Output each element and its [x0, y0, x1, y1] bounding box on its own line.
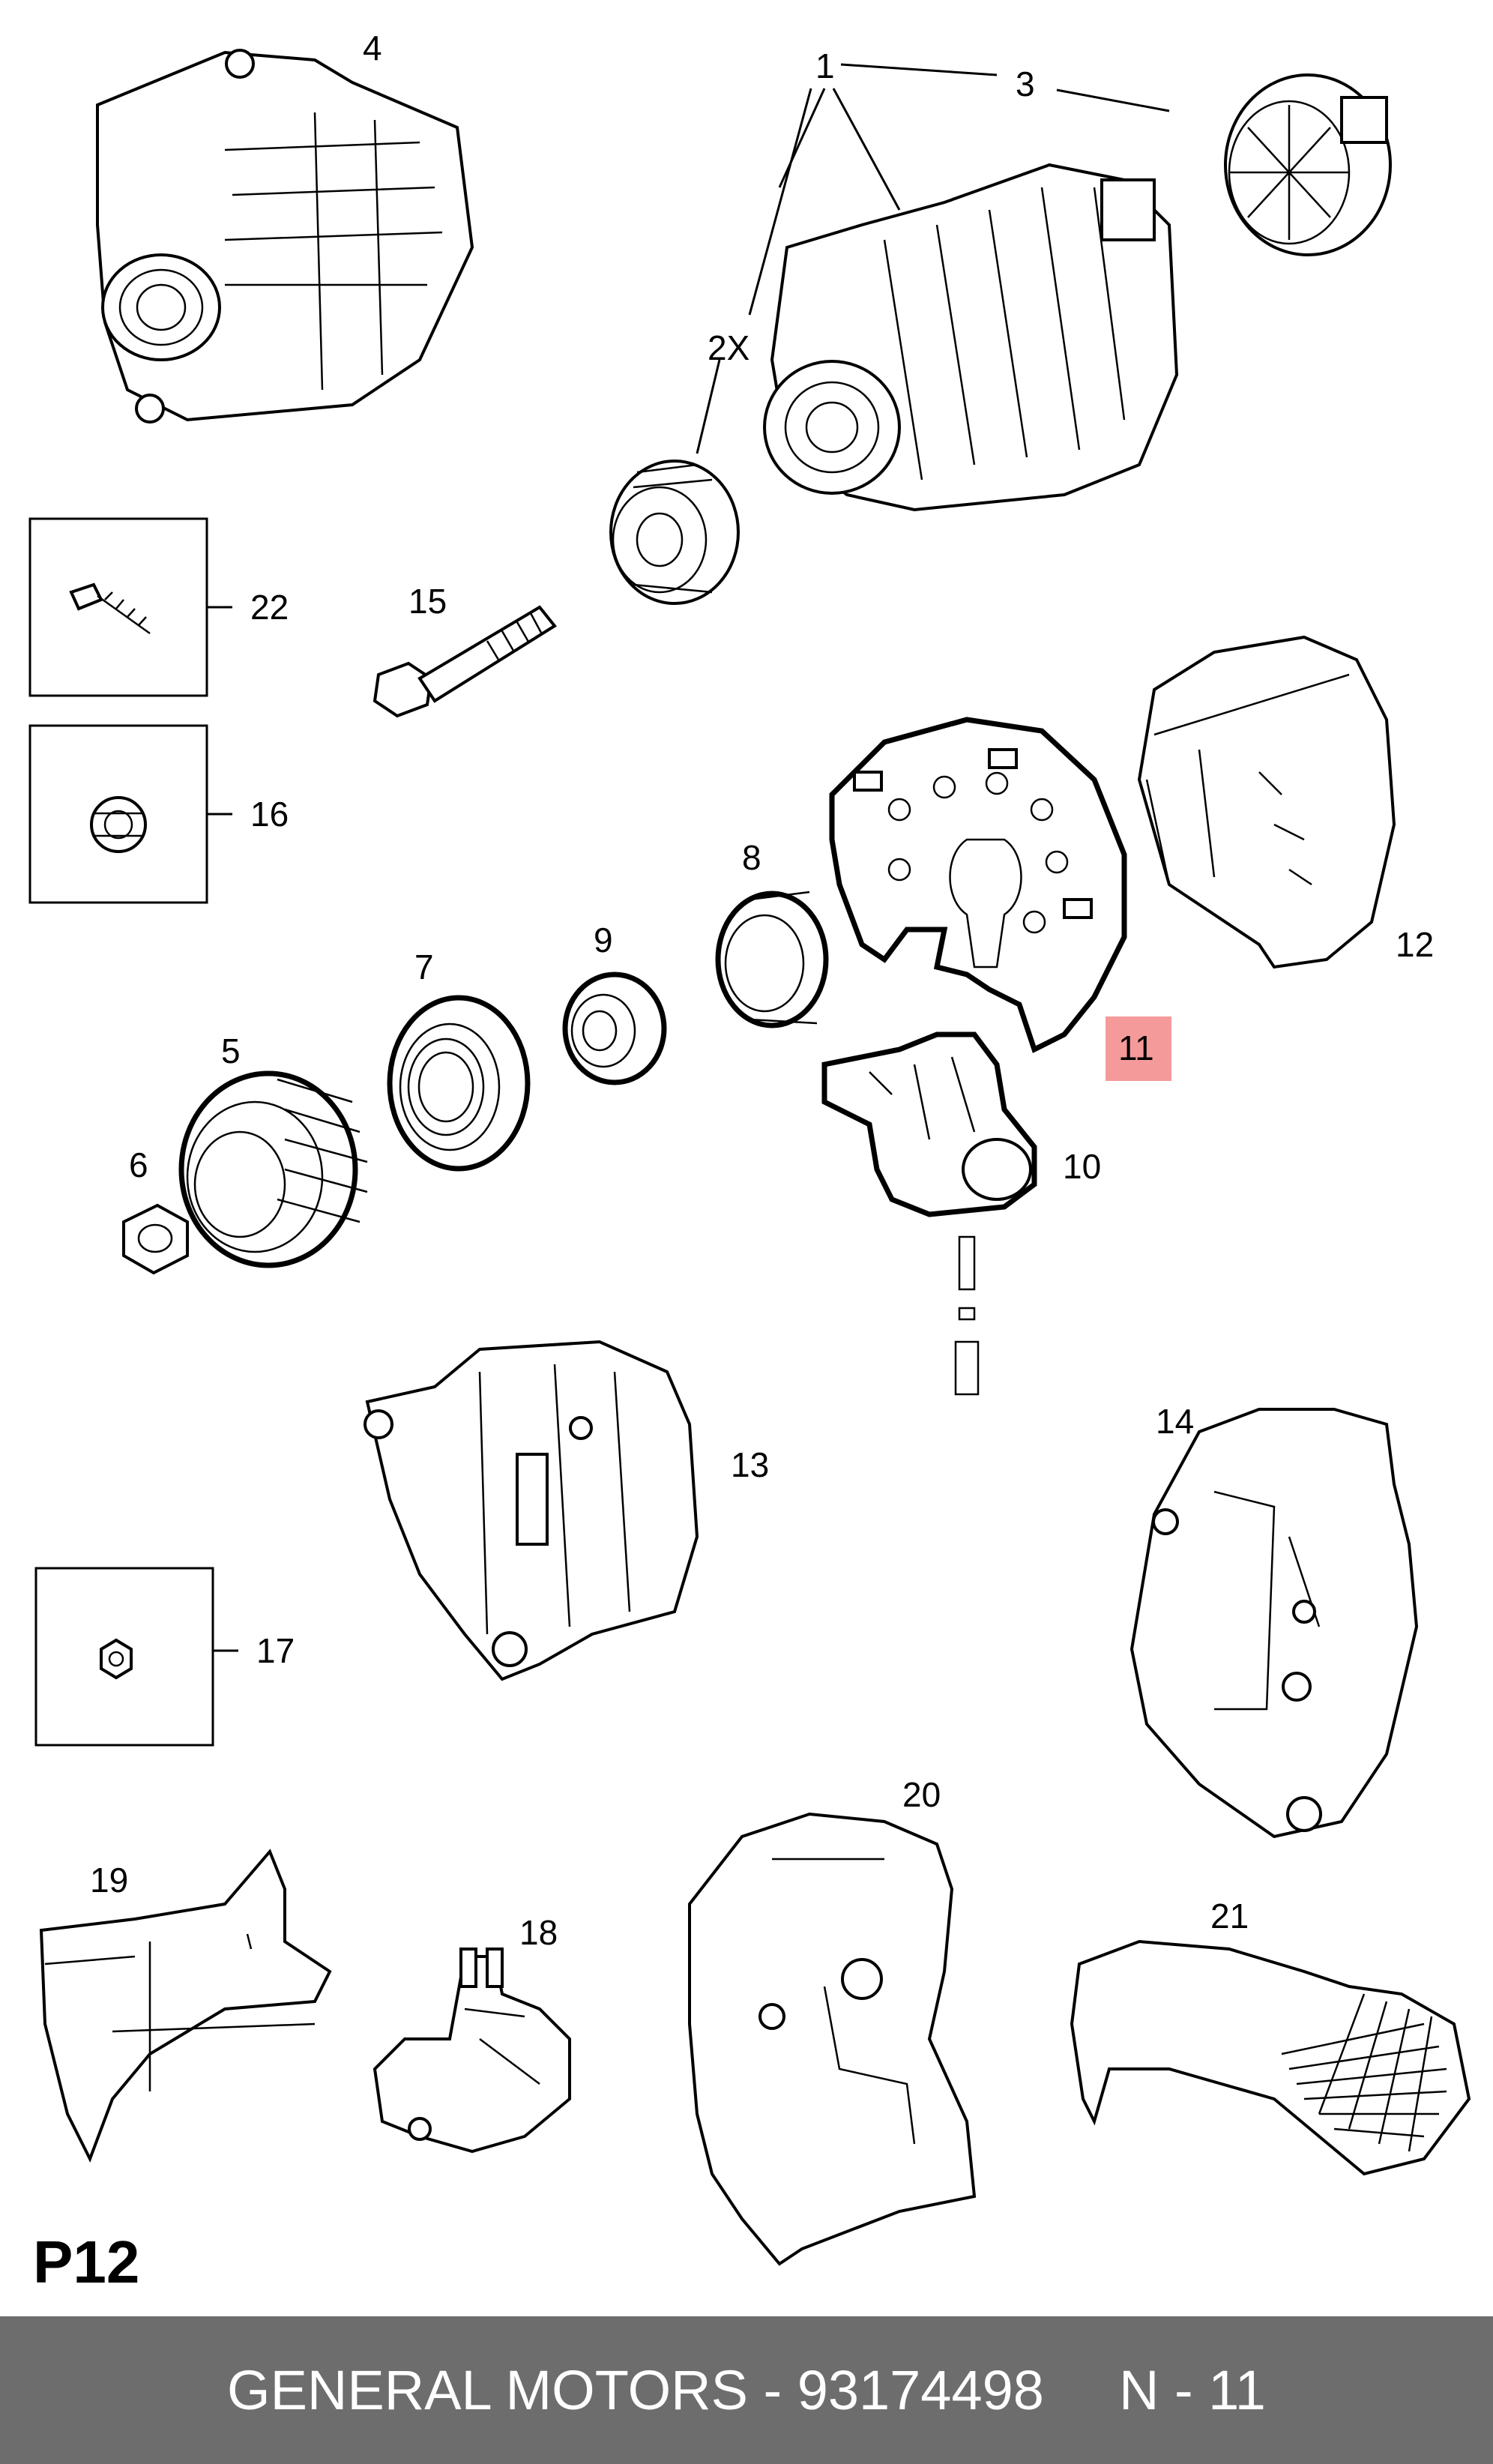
- part-15-bolt: [373, 605, 557, 718]
- part-14-alternator: [1129, 1408, 1419, 1839]
- exploded-parts-diagram: 1 3 4 2X 22 15 16 8 12 7 9 11 5 10 6 14 …: [28, 28, 1471, 2266]
- part-10-regulator: [821, 1031, 1037, 1396]
- callout-1: 1: [815, 46, 835, 85]
- part-22-screw-box: [28, 517, 232, 697]
- page-code: P12: [33, 2229, 140, 2295]
- footer-brand: GENERAL MOTORS: [227, 2359, 748, 2421]
- callout-12: 12: [1396, 925, 1434, 964]
- part-5-pulley: [178, 1070, 368, 1268]
- part-13-alternator: [364, 1340, 699, 1681]
- footer-bar: GENERAL MOTORS - 93174498 N - 11: [0, 2316, 1493, 2464]
- leader-lines: [696, 63, 1170, 454]
- part-12-cover: [1137, 635, 1396, 969]
- callout-3: 3: [1016, 64, 1035, 103]
- footer-part-number: 93174498: [797, 2359, 1044, 2421]
- part-3-rear-cover: [1224, 73, 1392, 256]
- part-1-alternator: [763, 163, 1179, 512]
- callout-19: 19: [90, 1861, 128, 1900]
- part-21-duct: [1070, 1939, 1471, 2176]
- callout-4: 4: [363, 28, 382, 67]
- callout-14: 14: [1156, 1402, 1194, 1441]
- callout-6: 6: [129, 1145, 148, 1184]
- callout-16: 16: [250, 795, 289, 834]
- footer-position-label: N - 11: [1118, 2359, 1266, 2421]
- callout-21: 21: [1210, 1897, 1249, 1936]
- part-8-ring: [715, 891, 829, 1028]
- part-2x-pulley: [609, 460, 740, 605]
- part-11-rectifier: [829, 717, 1127, 1053]
- part-11-highlight: [1106, 1016, 1171, 1081]
- part-17-nut-box: [34, 1567, 238, 1747]
- callout-15: 15: [408, 582, 447, 621]
- callout-10: 10: [1063, 1147, 1101, 1186]
- callout-2x: 2X: [708, 328, 749, 367]
- callout-17: 17: [256, 1631, 295, 1670]
- part-16-nut-box: [28, 724, 232, 904]
- callout-7: 7: [414, 948, 434, 986]
- callout-18: 18: [519, 1913, 558, 1952]
- callout-8: 8: [742, 838, 761, 877]
- footer-text: GENERAL MOTORS - 93174498 N - 11: [0, 2316, 1493, 2464]
- part-4-alternator: [96, 49, 474, 424]
- part-7-bearing: [387, 995, 531, 1172]
- footer-separator: -: [747, 2359, 797, 2421]
- callout-9: 9: [594, 921, 613, 960]
- part-20-cover: [688, 1812, 977, 2266]
- callout-13: 13: [731, 1445, 769, 1484]
- part-18-regulator: [373, 1948, 571, 2154]
- callout-11: 11: [1118, 1028, 1154, 1067]
- part-19-shield: [39, 1849, 332, 2163]
- callout-22: 22: [250, 588, 289, 627]
- part-9-bearing: [562, 972, 667, 1085]
- callout-5: 5: [221, 1031, 241, 1070]
- callout-20: 20: [902, 1775, 941, 1814]
- part-6-nut: [122, 1203, 189, 1275]
